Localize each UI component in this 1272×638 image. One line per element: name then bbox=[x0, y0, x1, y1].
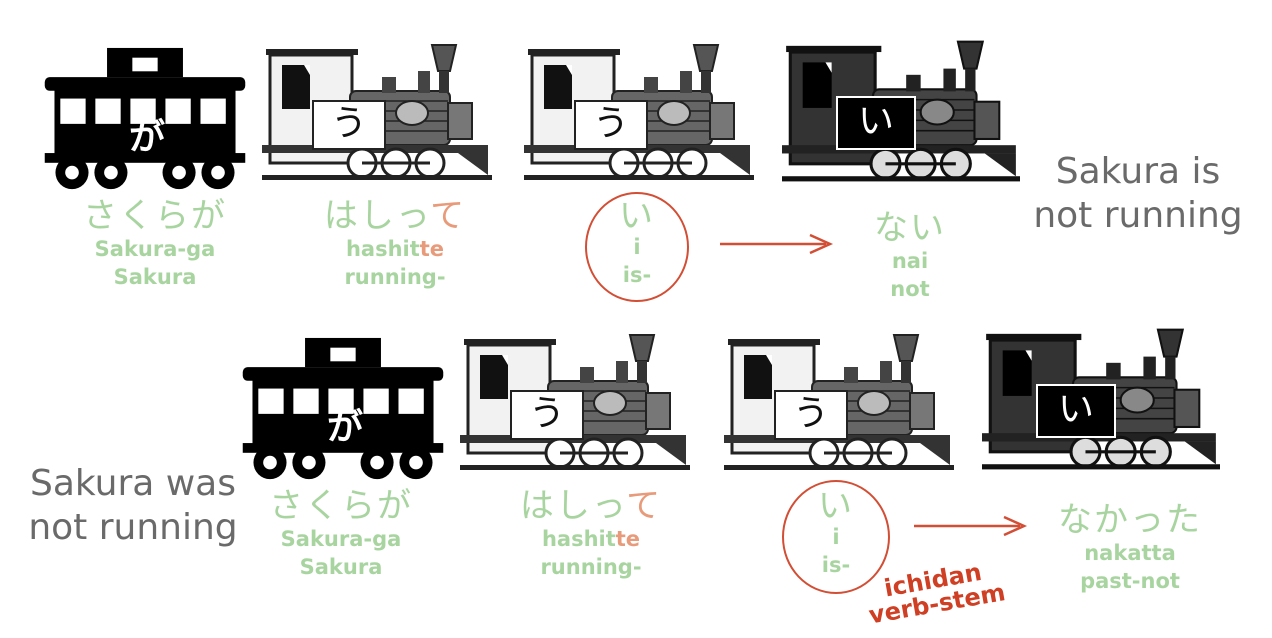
hashitte-romaji-main-row1: hashit bbox=[345, 237, 420, 261]
caboose-row1: が bbox=[42, 46, 248, 192]
hashitte-gloss-row1: running- bbox=[344, 265, 446, 289]
engine-char-row2-2: う bbox=[774, 390, 848, 440]
caption-row1-line2: not running bbox=[1033, 195, 1243, 236]
hashitte-jp-row2: はしって bbox=[496, 486, 686, 526]
hashitte-romaji-row2: hashitte bbox=[496, 526, 686, 553]
result-gloss-row1: not bbox=[890, 277, 930, 301]
hashitte-gloss-row2: running- bbox=[540, 555, 642, 579]
engine-i-row1: う bbox=[524, 40, 754, 182]
hashitte-romaji-main-row2: hashit bbox=[541, 527, 616, 551]
result-romaji-row1: nai bbox=[891, 249, 929, 273]
sakura-romaji-row2: Sakura-ga bbox=[280, 527, 402, 551]
result-gloss-row2: past-not bbox=[1080, 569, 1180, 593]
i-gloss-row1: is- bbox=[622, 263, 652, 287]
engine-char-row2-1: う bbox=[510, 390, 584, 440]
sakura-gloss-row1: Sakura bbox=[113, 265, 197, 289]
caption-row2-line2: not running bbox=[28, 507, 238, 548]
result-jp-row2: なかった bbox=[1058, 500, 1202, 540]
caboose-char-row1: が bbox=[128, 117, 165, 158]
engine-hashitte-row1: う bbox=[262, 40, 492, 182]
arrow-row1 bbox=[720, 233, 834, 255]
caboose-char-row2: が bbox=[326, 407, 363, 448]
hashitte-romaji-hl-row2: te bbox=[615, 527, 641, 551]
caption-row2-line1: Sakura was bbox=[29, 463, 237, 504]
caboose-row2: が bbox=[240, 336, 446, 482]
result-romaji-row2: nakatta bbox=[1084, 541, 1176, 565]
sakura-romaji-row1: Sakura-ga bbox=[94, 237, 216, 261]
engine-char-row1-2: う bbox=[574, 100, 648, 150]
engine-nai-row1: い bbox=[782, 34, 1020, 186]
i-romaji-row2: i bbox=[832, 525, 840, 549]
stem-circle-row1 bbox=[585, 192, 689, 302]
i-jp-row2: い bbox=[818, 486, 854, 526]
hashitte-jp-hl-row2: て bbox=[626, 486, 663, 526]
hashitte-jp-hl-row1: て bbox=[430, 196, 467, 236]
result-jp-row1: ない bbox=[874, 208, 946, 248]
arrow-row2 bbox=[914, 515, 1028, 537]
hashitte-jp-main-row2: はしっ bbox=[519, 486, 627, 526]
engine-char-row2-3: い bbox=[1036, 384, 1116, 438]
hashitte-jp-row1: はしって bbox=[300, 196, 490, 236]
sakura-jp-row1: さくらが bbox=[83, 196, 227, 236]
engine-hashitte-row2: う bbox=[460, 330, 690, 472]
sakura-gloss-row2: Sakura bbox=[299, 555, 383, 579]
hashitte-romaji-hl-row1: te bbox=[419, 237, 445, 261]
engine-char-row1-1: う bbox=[312, 100, 386, 150]
engine-i-row2: う bbox=[724, 330, 954, 472]
i-jp-row1: い bbox=[619, 196, 655, 236]
i-gloss-row2: is- bbox=[821, 553, 851, 577]
caption-row2: Sakura was not running bbox=[10, 462, 256, 550]
sakura-jp-row2: さくらが bbox=[269, 486, 413, 526]
engine-char-row1-3: い bbox=[836, 96, 916, 150]
i-romaji-row1: i bbox=[633, 235, 641, 259]
hashitte-romaji-row1: hashitte bbox=[300, 236, 490, 263]
engine-nakatta-row2: い bbox=[982, 322, 1220, 474]
caption-row1: Sakura is not running bbox=[1010, 150, 1266, 238]
caption-row1-line1: Sakura is bbox=[1055, 151, 1221, 192]
stem-circle-row2 bbox=[782, 480, 890, 594]
hashitte-jp-main-row1: はしっ bbox=[323, 196, 431, 236]
